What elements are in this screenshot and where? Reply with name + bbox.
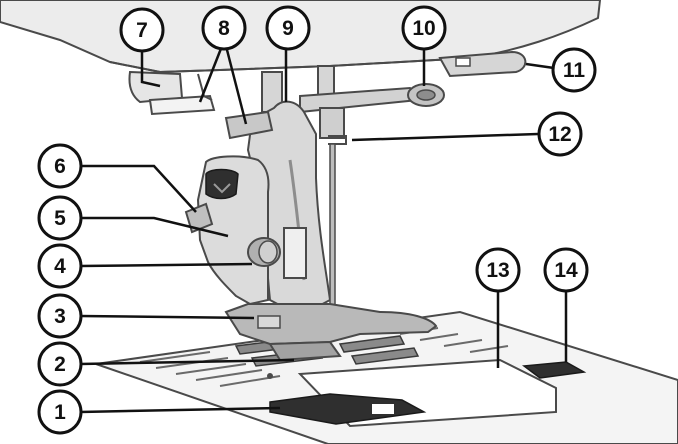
callout-2-label: 2: [54, 353, 66, 376]
presser-foot-release-button: [205, 168, 239, 200]
presser-foot: [224, 303, 438, 346]
callout-3: 3: [37, 293, 83, 339]
presser-foot-lever: [184, 202, 214, 234]
callout-11: 11: [551, 47, 597, 93]
needle-clamp-screw-cap: [416, 89, 436, 101]
callout-14-label: 14: [554, 259, 578, 282]
machine-head-lower-edge: [109, 57, 471, 74]
presser-foot-needle-hole: [257, 315, 281, 329]
callout-9: 9: [265, 5, 311, 51]
callout-8: 8: [201, 5, 247, 51]
callout-6: 6: [37, 143, 83, 189]
presser-foot-screw-face: [258, 240, 278, 264]
callout-13-label: 13: [486, 259, 509, 282]
callout-5-label: 5: [54, 207, 66, 230]
callout-4-label: 4: [54, 255, 66, 278]
callout-2: 2: [37, 341, 83, 387]
thread-guide-bracket: [148, 94, 216, 116]
callout-3-label: 3: [54, 305, 66, 328]
callout-14: 14: [543, 247, 589, 293]
bobbin-cover-release-button: [269, 393, 427, 425]
callout-7: 7: [119, 7, 165, 53]
callout-11-label: 11: [563, 59, 586, 82]
needle-threader-slot: [455, 57, 471, 67]
callout-7-label: 7: [136, 19, 148, 42]
needle-plate-dot: [267, 373, 273, 379]
release-button-arrow: [213, 183, 231, 194]
needle-plate-tab: [521, 361, 587, 379]
leader-lines: [79, 45, 568, 414]
presser-foot-screw-block: [224, 110, 274, 140]
callout-12: 12: [537, 111, 583, 157]
presser-foot-holder-window: [283, 227, 307, 279]
callout-4: 4: [37, 243, 83, 289]
callout-9-label: 9: [282, 17, 294, 40]
callout-10: 10: [401, 5, 447, 51]
callout-6-label: 6: [54, 155, 66, 178]
callout-10-label: 10: [412, 17, 435, 40]
callout-12-label: 12: [548, 123, 571, 146]
needle-bar-thread-guide: [319, 107, 345, 139]
presser-foot-toe: [268, 340, 342, 362]
needle-thread-guide-wire: [328, 135, 347, 145]
release-button-highlight: [372, 404, 394, 414]
callout-1: 1: [37, 389, 83, 435]
callout-5: 5: [37, 195, 83, 241]
thread-guide-hook: [197, 73, 213, 101]
callout-13: 13: [475, 247, 521, 293]
callout-1-label: 1: [54, 401, 66, 424]
needle: [329, 143, 336, 315]
callout-8-label: 8: [218, 17, 230, 40]
